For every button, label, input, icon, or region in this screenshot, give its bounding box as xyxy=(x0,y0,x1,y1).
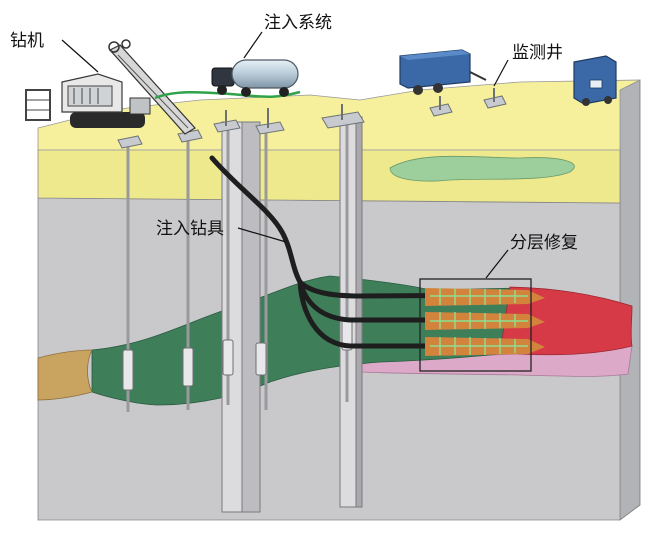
well-head-posts xyxy=(225,88,495,128)
injection-pipes xyxy=(209,155,531,349)
well-head xyxy=(255,121,285,135)
well-screen xyxy=(255,342,267,376)
well-column xyxy=(355,116,363,508)
tan-zone xyxy=(37,349,93,401)
callout-line-drill-rig xyxy=(61,39,99,73)
drill-rig xyxy=(25,39,196,135)
callout-lines xyxy=(61,31,509,279)
well-screens xyxy=(122,319,353,391)
label-injection-tool: 注入钻具 xyxy=(156,219,224,239)
well-column xyxy=(241,121,261,513)
monitoring-trailer xyxy=(399,49,487,95)
monitoring-cabinet xyxy=(573,55,617,106)
injection-branch xyxy=(297,279,531,299)
truck-tank xyxy=(231,59,299,89)
well-head xyxy=(117,135,143,149)
callout-line-monitoring-well xyxy=(493,59,509,87)
well-screen xyxy=(182,347,194,387)
injection-hose xyxy=(154,90,301,100)
callout-line-injection-system xyxy=(243,31,263,59)
remediation-zone-box xyxy=(419,278,532,372)
label-layered-remediation: 分层修复 xyxy=(510,233,578,253)
block-side-face xyxy=(619,79,641,521)
drill-mast xyxy=(109,44,196,135)
small-lens xyxy=(389,155,575,182)
label-drill-rig: 钻机 xyxy=(10,31,44,51)
pollutant-core xyxy=(499,286,633,356)
label-injection-system: 注入系统 xyxy=(264,13,332,33)
truck-cab xyxy=(211,67,235,87)
drill-rig-track xyxy=(70,112,145,128)
well-screen xyxy=(222,339,234,376)
injection-pipe-main xyxy=(209,155,303,285)
injection-branch xyxy=(297,279,531,349)
well-screen xyxy=(122,349,134,391)
label-monitoring-well: 监测井 xyxy=(512,43,563,63)
injection-tank-truck xyxy=(211,59,299,97)
fracture-fans xyxy=(425,288,545,356)
callout-line-injection-tool xyxy=(237,227,287,243)
callout-line-layered-remediation xyxy=(485,249,509,279)
